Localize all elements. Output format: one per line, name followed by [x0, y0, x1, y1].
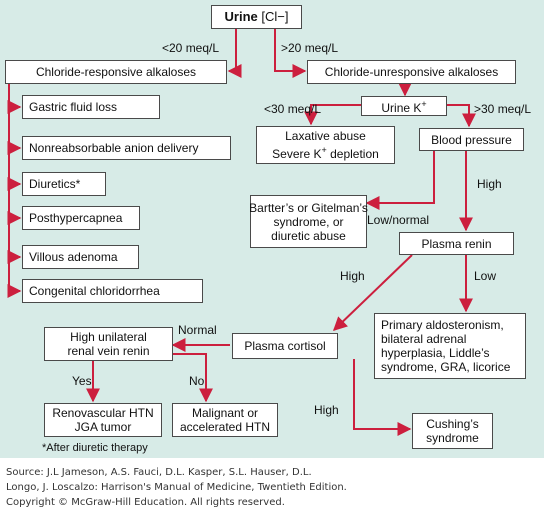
cushings-line2: syndrome [426, 431, 479, 445]
edge-cortisol-to-cushings [353, 359, 412, 436]
posthypercapnea-label: Posthypercapnea [29, 211, 123, 225]
plasma-renin-label: Plasma renin [421, 236, 492, 251]
congenital-chloridorrhea-node: Congenital chloridorrhea [22, 279, 203, 303]
footnote: *After diuretic therapy [42, 442, 148, 454]
aldo-line1: Primary aldosteronism, [381, 318, 504, 332]
urine-potassium-sup: + [421, 99, 427, 109]
urine-potassium-label: Urine K [381, 101, 422, 115]
label-gt30: >30 meq/L [474, 102, 532, 116]
malignant-line1: Malignant or [191, 406, 259, 420]
aldo-line3: hyperplasia, Liddle’s [381, 346, 490, 360]
flowchart-arrows [7, 29, 476, 436]
chloride-unresponsive-node: Chloride-unresponsive alkaloses [307, 60, 516, 84]
gastric-fluid-loss-label: Gastric fluid loss [29, 100, 118, 114]
aldo-line4: syndrome, GRA, licorice [381, 360, 511, 374]
label-low-normal: Low/normal [367, 213, 430, 227]
edge-renin-to-cortisol [332, 254, 413, 331]
plasma-cortisol-label: Plasma cortisol [244, 339, 326, 353]
blood-pressure-node: Blood pressure [419, 128, 524, 151]
cushings-line1: Cushing’s [426, 417, 479, 431]
urine-chloride-label: [Cl−] [257, 9, 289, 24]
laxative-abuse-node: Laxative abuse Severe K+ depletion [256, 126, 395, 164]
label-lt30: <30 meq/L [264, 102, 322, 116]
aldo-line2: bilateral adrenal [381, 332, 467, 346]
laxative-line2-post: depletion [326, 147, 379, 161]
edge-unilateral-to-malignant [173, 353, 213, 403]
label-high-bp: High [477, 177, 502, 191]
label-high-cortisol: High [314, 403, 339, 417]
bartter-line1: Bartter’s or Gitelman’s [249, 200, 368, 215]
malignant-line2: accelerated HTN [179, 420, 271, 434]
malignant-htn-node: Malignant or accelerated HTN [172, 403, 278, 437]
chloride-unresponsive-label: Chloride-unresponsive alkaloses [324, 65, 499, 79]
bartter-gitelman-node: Bartter’s or Gitelman’s syndrome, or diu… [249, 195, 368, 248]
villous-adenoma-label: Villous adenoma [29, 250, 118, 264]
nonreabsorbable-anion-node: Nonreabsorbable anion delivery [22, 136, 231, 160]
label-normal: Normal [178, 323, 217, 337]
renovascular-htn-node: Renovascular HTN JGA tumor [44, 403, 162, 437]
edge-bp-to-bartter [365, 151, 435, 210]
renovascular-line2: JGA tumor [74, 420, 132, 434]
diuretics-label: Diuretics* [29, 177, 81, 191]
renovascular-line1: Renovascular HTN [52, 406, 154, 420]
nonreabsorbable-anion-label: Nonreabsorbable anion delivery [29, 141, 199, 155]
villous-adenoma-node: Villous adenoma [22, 245, 139, 269]
source-line-2: Longo, J. Loscalzo: Harrison's Manual of… [6, 482, 347, 493]
laxative-line2-pre: Severe K [272, 147, 322, 161]
source-line-1: Source: J.L Jameson, A.S. Fauci, D.L. Ka… [6, 467, 312, 478]
edge-urine-to-unresponsive [274, 29, 307, 78]
unilateral-line2: renal vein renin [67, 344, 150, 358]
congenital-chloridorrhea-label: Congenital chloridorrhea [29, 284, 160, 298]
cushings-syndrome-node: Cushing’s syndrome [412, 413, 493, 449]
chloride-responsive-label: Chloride-responsive alkaloses [35, 65, 197, 79]
label-yes: Yes [72, 374, 92, 388]
urine-label: Urine [224, 9, 258, 24]
primary-aldosteronism-node: Primary aldosteronism, bilateral adrenal… [374, 313, 526, 379]
edge-urinek-to-bp [447, 104, 476, 128]
gastric-fluid-loss-node: Gastric fluid loss [22, 95, 160, 119]
label-no: No [189, 374, 205, 388]
bartter-line2: syndrome, or [273, 214, 344, 229]
source-line-3: Copyright © McGraw-Hill Education. All r… [6, 497, 285, 508]
label-lt20: <20 meq/L [162, 41, 220, 55]
plasma-renin-node: Plasma renin [399, 232, 514, 255]
urine-chloride-node: Urine [Cl−] [211, 5, 302, 29]
posthypercapnea-node: Posthypercapnea [22, 206, 140, 230]
high-unilateral-renin-node: High unilateral renal vein renin [44, 327, 173, 361]
label-low-renin: Low [474, 269, 497, 283]
plasma-cortisol-node: Plasma cortisol [232, 333, 338, 359]
urine-potassium-node: Urine K+ [361, 96, 447, 116]
label-high-renin: High [340, 269, 365, 283]
edge-urinek-to-laxative [304, 104, 361, 126]
edge-urine-to-responsive [227, 29, 242, 78]
laxative-line1: Laxative abuse [285, 129, 366, 143]
laxative-line2-sup: + [321, 145, 327, 155]
chloride-responsive-node: Chloride-responsive alkaloses [5, 60, 227, 84]
diuretics-node: Diuretics* [22, 172, 106, 196]
unilateral-line1: High unilateral [70, 330, 147, 344]
bartter-line3: diuretic abuse [271, 228, 346, 243]
label-gt20: >20 meq/L [281, 41, 339, 55]
blood-pressure-label: Blood pressure [431, 132, 512, 147]
